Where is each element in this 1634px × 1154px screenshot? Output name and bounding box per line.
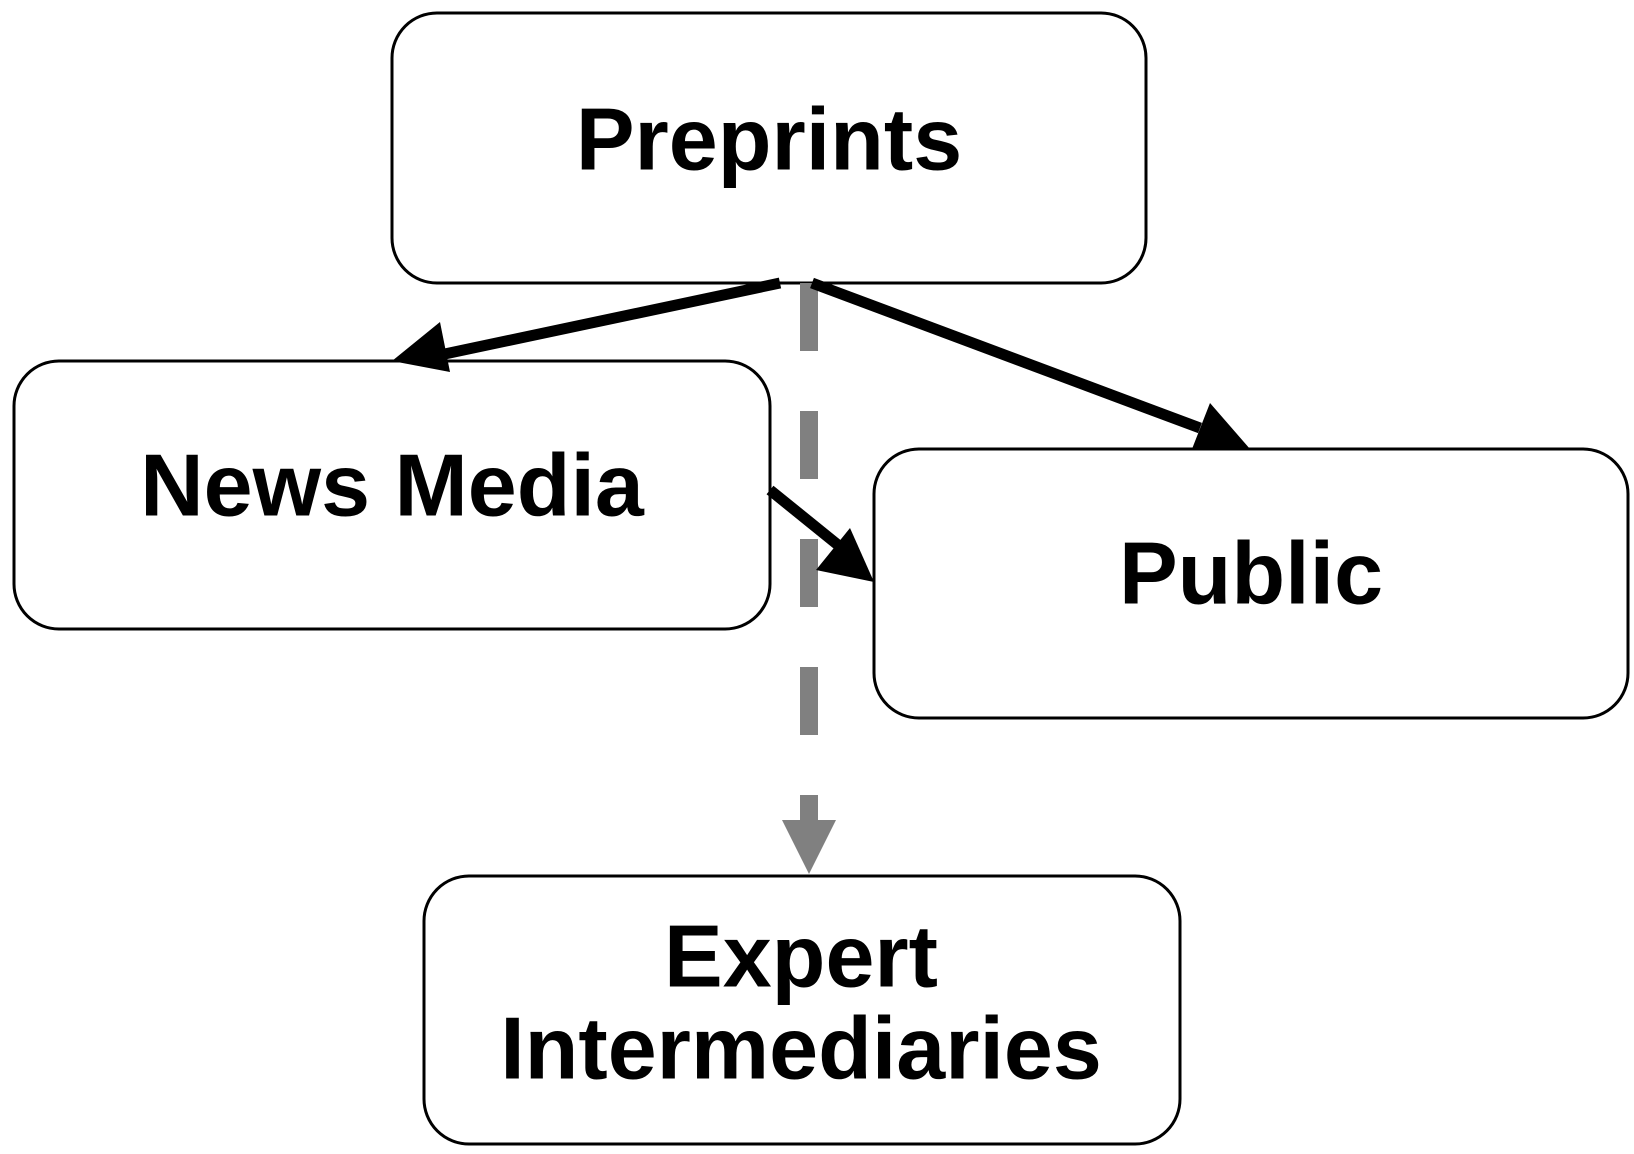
edge-preprints-to-news-media bbox=[392, 277, 782, 372]
public-label: Public bbox=[1119, 523, 1383, 622]
arrowhead-news-media bbox=[392, 322, 450, 372]
node-expert-intermediaries: Expert Intermediaries bbox=[422, 874, 1182, 1146]
edge-preprints-to-public bbox=[810, 277, 1250, 449]
arrowhead-news-to-public bbox=[816, 528, 874, 582]
expert-label-line1: Expert bbox=[664, 906, 938, 1005]
edge-news-media-to-public bbox=[766, 485, 874, 582]
public-box bbox=[872, 447, 1630, 720]
node-news-media: News Media bbox=[12, 359, 772, 631]
edge-line-news-public bbox=[766, 485, 842, 550]
edge-preprints-to-expert bbox=[782, 283, 836, 874]
expert-label-line2: Intermediaries bbox=[500, 998, 1102, 1097]
expert-intermediaries-box bbox=[422, 874, 1182, 1146]
edge-line-preprints-public bbox=[810, 277, 1202, 434]
node-preprints: Preprints bbox=[390, 11, 1148, 285]
edge-line-preprints-news bbox=[438, 277, 782, 361]
preprints-label: Preprints bbox=[576, 89, 962, 188]
node-public: Public bbox=[872, 447, 1630, 720]
dashed-arrowhead bbox=[782, 820, 836, 874]
news-media-label: News Media bbox=[140, 435, 645, 534]
arrowhead-public bbox=[1192, 403, 1250, 449]
